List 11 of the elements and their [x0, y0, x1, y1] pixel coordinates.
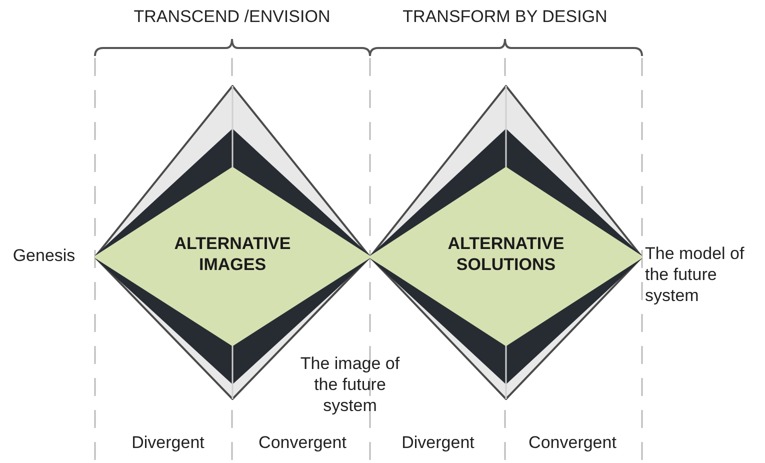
node-label: ALTERNATIVE IMAGES [173, 233, 292, 275]
phase-label: Divergent [130, 432, 206, 453]
section-heading: TRANSFORM BY DESIGN [402, 6, 608, 27]
outcome-label: The model of the future system [645, 243, 746, 306]
phase-label: Divergent [400, 432, 476, 453]
start-label: Genesis [12, 245, 76, 266]
phase-label: Convergent [528, 432, 618, 453]
node-label: ALTERNATIVE SOLUTIONS [446, 233, 566, 275]
outcome-label: The image of the future system [299, 353, 401, 416]
phase-label: Convergent [258, 432, 348, 453]
section-heading: TRANSCEND /ENVISION [132, 6, 332, 27]
